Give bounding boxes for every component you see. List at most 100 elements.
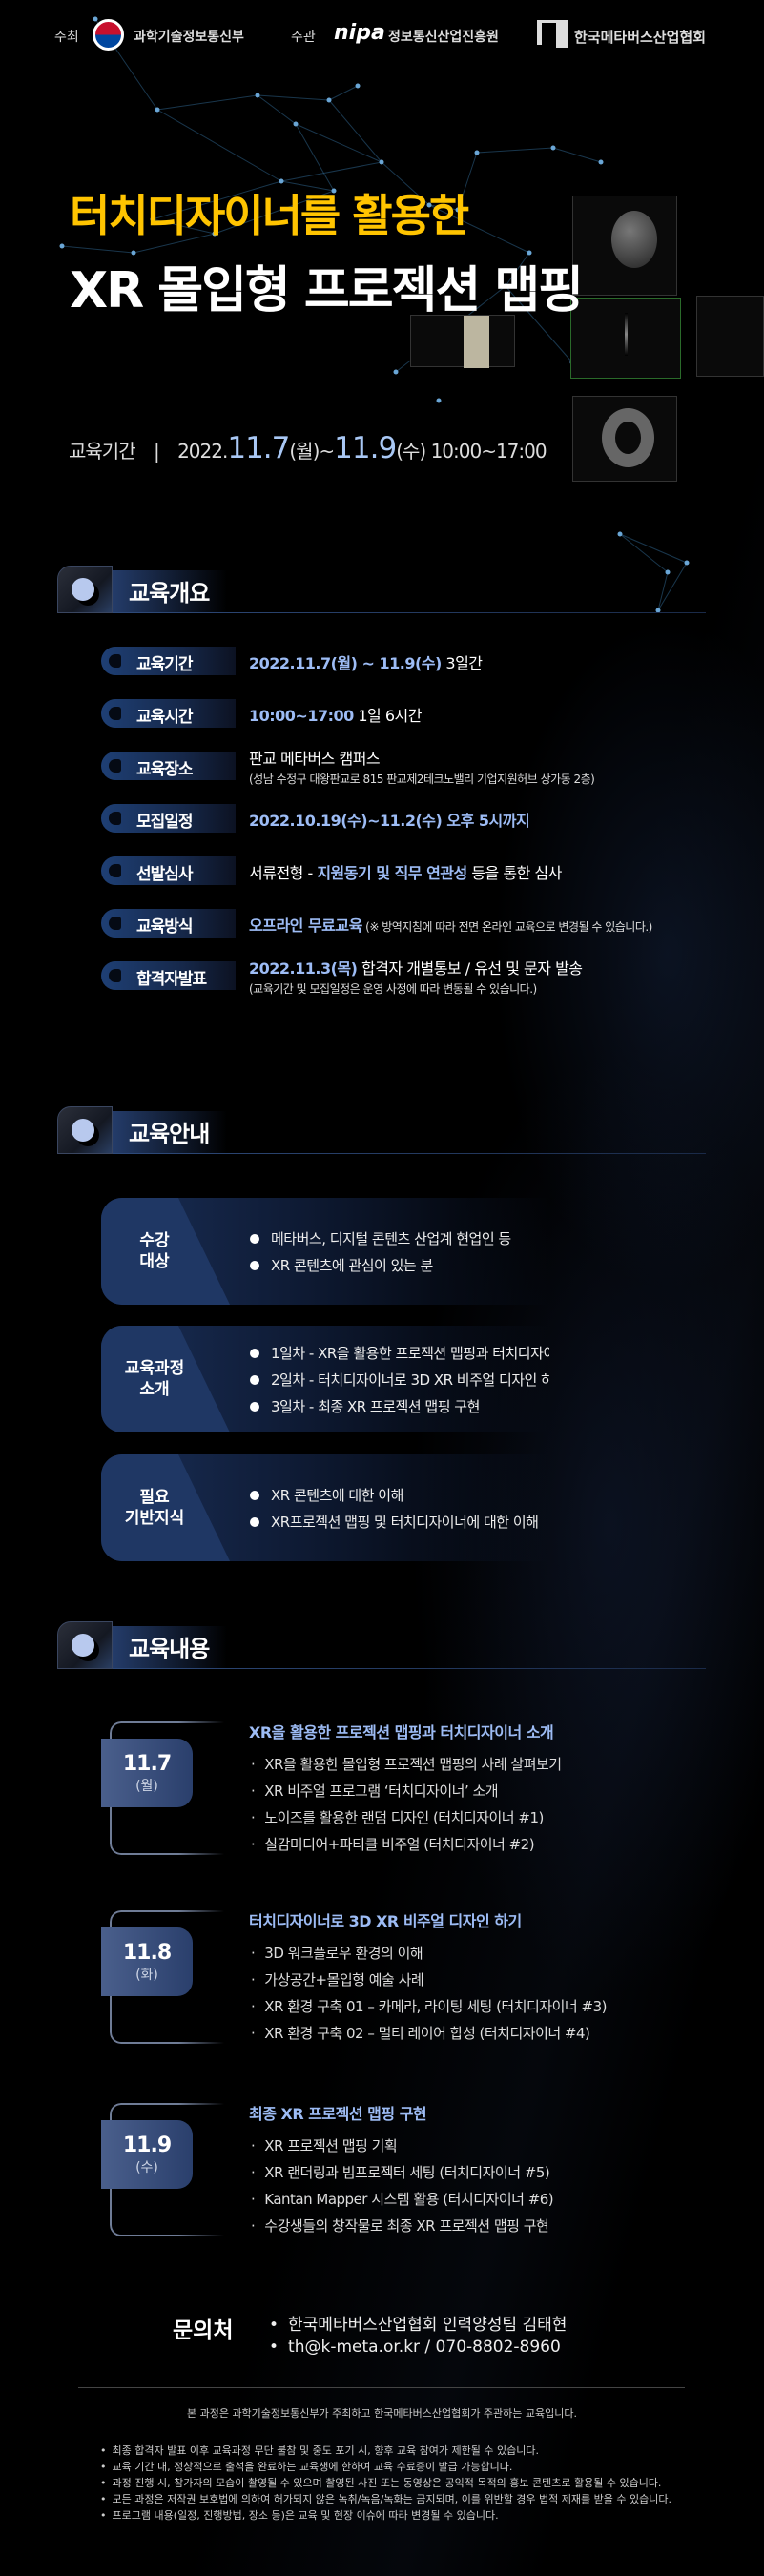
row-value: 2022.10.19(수)~11.2(수) 오후 5시까지 [249,808,530,831]
value-highlight: 2022.10.19(수)~11.2(수) 오후 5시까지 [249,812,530,830]
network-line [257,94,297,125]
network-line [381,161,430,206]
schedule-day: 11.8(화)터치디자이너로 3D XR 비주얼 디자인 하기3D 워크플로우 … [101,1910,673,2044]
nipa-name: 정보통신산업진흥원 [388,30,499,45]
value-highlight: 지원동기 및 직무 연관성 [317,864,467,882]
network-line [619,533,688,564]
footer-bullet: 모든 과정은 저작권 보호법에 의하여 허가되지 않은 녹취/녹음/녹화는 금지… [100,2491,671,2506]
network-node [598,159,604,165]
label-pill: 교육장소 [101,752,236,780]
network-node [655,608,661,613]
value-text: 3일간 [441,654,483,672]
end-day: (수) [396,440,426,463]
weekday: (수) [135,2160,158,2175]
pill-dot-icon [109,759,121,773]
day-title: XR을 활용한 프로젝션 맵핑과 터치디자이너 소개 [249,1723,554,1741]
network-node [279,178,284,184]
row-value: 판교 메타버스 캠퍼스(성남 수정구 대왕판교로 815 판교제2테크노밸리 기… [249,746,595,787]
network-line [328,99,382,163]
value-highlight: 2022.11.7(월) ~ 11.9(수) [249,654,442,672]
network-node [617,531,623,537]
section-title: 교육내용 [129,1636,210,1662]
network-line [280,161,382,182]
card-bullet: 1일차 - XR을 활용한 프로젝션 맵핑과 터치디자이너 소개 [250,1343,549,1363]
network-line [156,94,258,111]
day-item: XR 랜더링과 빔프로젝터 세팅 (터치디자이너 #5) [251,2162,549,2182]
row-value: 서류전형 - 지원동기 및 직무 연관성 등을 통한 심사 [249,860,562,883]
section-header-content: 교육내용 [57,1621,706,1669]
day-item: 가상공간+몰입형 예술 사례 [251,1969,423,1989]
date-box: 11.9 (수) [101,2120,193,2189]
network-node [684,560,690,566]
pill-label: 합격자발표 [136,970,207,989]
period-label: 교육기간 [69,440,136,463]
network-line [657,571,669,611]
value-highlight: 오프라인 무료교육 [249,917,362,935]
pill-label: 교육장소 [136,760,194,779]
card-bullet: 3일차 - 최종 XR 프로젝션 맵핑 구현 [250,1396,480,1416]
pill-dot-icon [109,654,121,668]
day-item: XR 프로젝션 맵핑 기획 [251,2135,397,2155]
network-line [505,252,530,287]
card-label-line: 대상 [139,1252,170,1271]
period-line: 교육기간 | 2022.11.7(월)~11.9(수) 10:00~17:00 [69,431,547,465]
footer-bullet: 최종 합격자 발표 이후 교육과정 무단 불참 및 중도 포기 시, 향후 교육… [100,2442,540,2458]
label-pill: 합격자발표 [101,961,236,990]
nipa-logo: nipa [334,21,385,45]
day-title: 터치디자이너로 3D XR 비주얼 디자인 하기 [249,1912,522,1930]
network-line [619,533,669,573]
schedule-day: 11.9(수)최종 XR 프로젝션 맵핑 구현XR 프로젝션 맵핑 기획XR 랜… [101,2103,673,2236]
weekday: (화) [135,1968,158,1983]
pill-label: 모집일정 [136,813,194,832]
network-node [93,16,98,22]
network-node [379,159,384,165]
value-text: (※ 방역지침에 따라 전면 온라인 교육으로 변경될 수 있습니다.) [361,920,652,934]
network-node [503,283,508,289]
card-bullet: XR 콘텐츠에 대한 이해 [250,1485,403,1505]
footer-bullet: 프로그램 내용(일정, 진행방법, 장소 등)은 교육 및 현장 이슈에 따라 … [100,2507,499,2523]
contact-label: 문의처 [173,2318,234,2343]
value-text: 서류전형 - [249,864,318,882]
card-bullet: XR프로젝션 맵핑 및 터치디자이너에 대한 이해 [250,1512,539,1532]
pill-label: 교육기간 [136,655,194,674]
network-node [212,231,217,237]
day-item: XR 환경 구축 02 – 멀티 레이어 합성 (터치디자이너 #4) [251,2023,590,2043]
label-pill: 선발심사 [101,856,236,885]
thumbnail-star [570,298,681,379]
value-subtext: (교육기간 및 모집일정은 운영 사정에 따라 변동될 수 있습니다.) [249,982,537,996]
day-item: 수강생들의 창작물로 최종 XR 프로젝션 맵핑 구현 [251,2215,549,2236]
host-label: 주최 [54,30,79,45]
start-date: 11.7 [227,431,290,465]
host-org: 과학기술정보통신부 [134,30,244,45]
pill-label: 선발심사 [136,865,194,884]
day-item: XR을 활용한 몰입형 프로젝션 맵핑의 사례 살펴보기 [251,1754,562,1774]
thumbnail-torus [572,396,677,482]
network-node [455,207,461,213]
thumbnail-channel [410,315,515,368]
network-line [428,204,530,254]
period-time: 10:00~17:00 [430,440,547,463]
day-item: Kantan Mapper 시스템 활용 (터치디자이너 #6) [251,2189,553,2209]
day-item: 노이즈를 활용한 랜덤 디자인 (터치디자이너 #1) [251,1807,544,1827]
network-line [133,233,216,254]
footer-bullet: 교육 기간 내, 정상적으로 출석을 완료하는 교육생에 한하여 교육 수료증이… [100,2459,513,2474]
network-node [131,250,136,256]
value-text: 합격자 개별통보 / 유선 및 문자 발송 [357,959,583,978]
pill-dot-icon [109,864,121,877]
date: 11.9 [122,2133,172,2157]
date-box: 11.8(화) [101,1927,193,1996]
value-subtext: (성남 수정구 대왕판교로 815 판교제2테크노밸리 기업지원허브 상가동 2… [249,773,595,786]
section-title: 교육개요 [129,580,210,607]
pill-dot-icon [109,812,121,825]
row-value: 오프라인 무료교육 (※ 방역지침에 따라 전면 온라인 교육으로 변경될 수 … [249,913,652,936]
footer-note: 본 과정은 과학기술정보통신부가 주최하고 한국메타버스산업협회가 주관하는 교… [186,2407,578,2420]
network-line [156,109,282,182]
section-header-guide: 교육안내 [57,1106,706,1154]
thumbnail-sphere [572,196,677,296]
period-separator: | [153,440,160,463]
network-node [255,93,260,98]
label-pill: 교육시간 [101,699,236,728]
day-item: XR 비주얼 프로그램 ‘터치디자이너’ 소개 [251,1781,498,1801]
